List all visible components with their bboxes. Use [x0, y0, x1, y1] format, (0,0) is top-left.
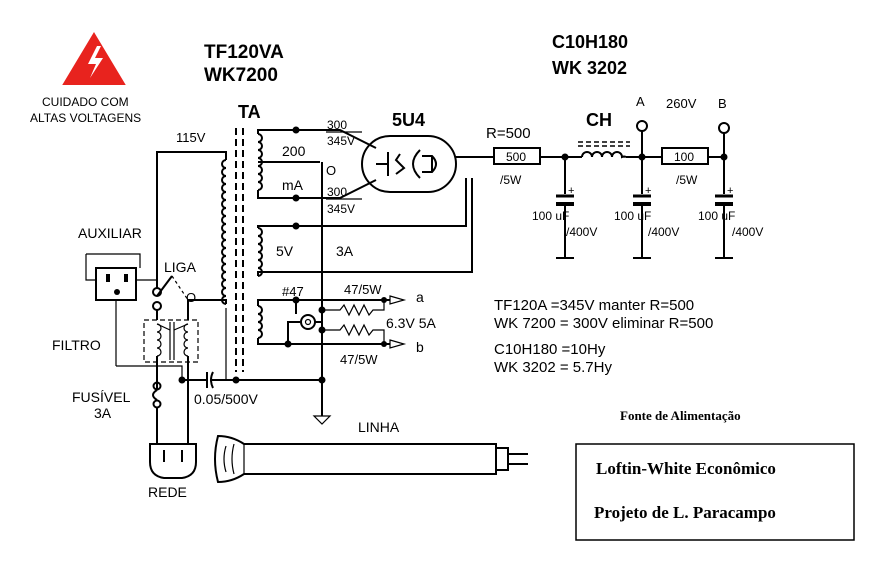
- note-1: TF120A =345V manter R=500: [494, 297, 694, 314]
- filter-capacitor-3: [715, 157, 733, 259]
- cap2-voltage: /400V: [648, 225, 679, 239]
- linha-label: LINHA: [358, 419, 400, 435]
- r500-watts: /5W: [500, 173, 522, 187]
- filter-capacitor-2: [633, 157, 651, 259]
- power-switch: [152, 275, 189, 311]
- sec-345-bottom: 345V: [327, 202, 355, 216]
- title-block: [575, 443, 855, 541]
- cap1-voltage: /400V: [566, 225, 597, 239]
- rectifier-tube: [361, 135, 457, 193]
- transformer-model-2: WK7200: [204, 65, 278, 86]
- sec-345-top: 345V: [327, 134, 355, 148]
- terminal-b: b: [416, 339, 424, 355]
- note-2: WK 7200 = 300V eliminar R=500: [494, 315, 713, 332]
- pilot-lamp: [300, 314, 316, 330]
- cap3-plus: +: [727, 185, 733, 197]
- liga-label: LIGA: [164, 259, 197, 275]
- cap1-value: 100 uF: [532, 209, 569, 223]
- fil-5v: 5V: [276, 243, 294, 259]
- fuse: [152, 381, 162, 409]
- point-a-label: A: [636, 94, 645, 109]
- r500-box: 500: [506, 150, 526, 164]
- sec-300-bottom: 300: [327, 185, 347, 199]
- r100-watts: /5W: [676, 173, 698, 187]
- filtro-label: FILTRO: [52, 337, 101, 353]
- fil-63v: 6.3V 5A: [386, 315, 436, 331]
- primary-winding: [221, 159, 227, 305]
- rede-label: REDE: [148, 484, 187, 500]
- fusivel-label: FUSÍVEL: [72, 389, 131, 405]
- transformer-core: [235, 128, 244, 372]
- r500-label: R=500: [486, 125, 531, 142]
- primary-voltage: 115V: [176, 130, 206, 145]
- tap-o-primary: O: [186, 290, 196, 305]
- test-point-a: [636, 120, 648, 132]
- filament-63v-winding: [257, 305, 263, 339]
- tube-label: 5U4: [392, 110, 425, 130]
- transformer-model-1: TF120VA: [204, 42, 284, 63]
- warning-line1: CUIDADO COM: [42, 95, 129, 109]
- terminal-a: a: [416, 289, 424, 305]
- filament-5v-winding: [257, 227, 263, 277]
- mains-plug: [149, 443, 197, 479]
- res-47-top: 47/5W: [344, 282, 382, 297]
- auxiliary-outlet: [95, 267, 137, 301]
- choke-model-2: WK 3202: [552, 58, 627, 78]
- cap1-plus: +: [568, 185, 574, 197]
- ground-symbol: [312, 412, 332, 425]
- r100-box: 100: [674, 150, 694, 164]
- choke: [578, 141, 630, 159]
- filter-capacitor-1: [556, 157, 574, 259]
- point-b-label: B: [718, 96, 727, 111]
- test-point-b: [718, 122, 730, 134]
- fuse-rating: 3A: [94, 405, 112, 421]
- high-voltage-icon: [62, 32, 126, 85]
- title-heading: Fonte de Alimentação: [620, 408, 741, 423]
- cap2-value: 100 uF: [614, 209, 651, 223]
- cap3-value: 100 uF: [698, 209, 735, 223]
- title-line2: Projeto de L. Paracampo: [594, 503, 776, 522]
- tap-ma: mA: [282, 177, 304, 193]
- power-cord: [214, 434, 528, 484]
- tap-200: 200: [282, 143, 306, 159]
- cap3-voltage: /400V: [732, 225, 763, 239]
- note-4: WK 3202 = 5.7Hy: [494, 359, 612, 376]
- choke-model-1: C10H180: [552, 32, 628, 52]
- cap2-plus: +: [645, 185, 651, 197]
- fil-3a: 3A: [336, 243, 354, 259]
- choke-label: CH: [586, 110, 612, 130]
- warning-line2: ALTAS VOLTAGENS: [30, 111, 141, 125]
- sec-300-top: 300: [327, 118, 347, 132]
- lamp-47: #47: [282, 284, 304, 299]
- line-filter: [143, 319, 199, 363]
- note-3: C10H180 =10Hy: [494, 341, 606, 358]
- transformer-label: TA: [238, 102, 261, 122]
- tap-o-center: O: [326, 163, 336, 178]
- res-47-bottom: 47/5W: [340, 352, 378, 367]
- v260-label: 260V: [666, 96, 697, 111]
- auxiliar-label: AUXILIAR: [78, 225, 142, 241]
- title-line1: Loftin-White Econômico: [596, 459, 776, 478]
- cap-005: 0.05/500V: [194, 391, 258, 407]
